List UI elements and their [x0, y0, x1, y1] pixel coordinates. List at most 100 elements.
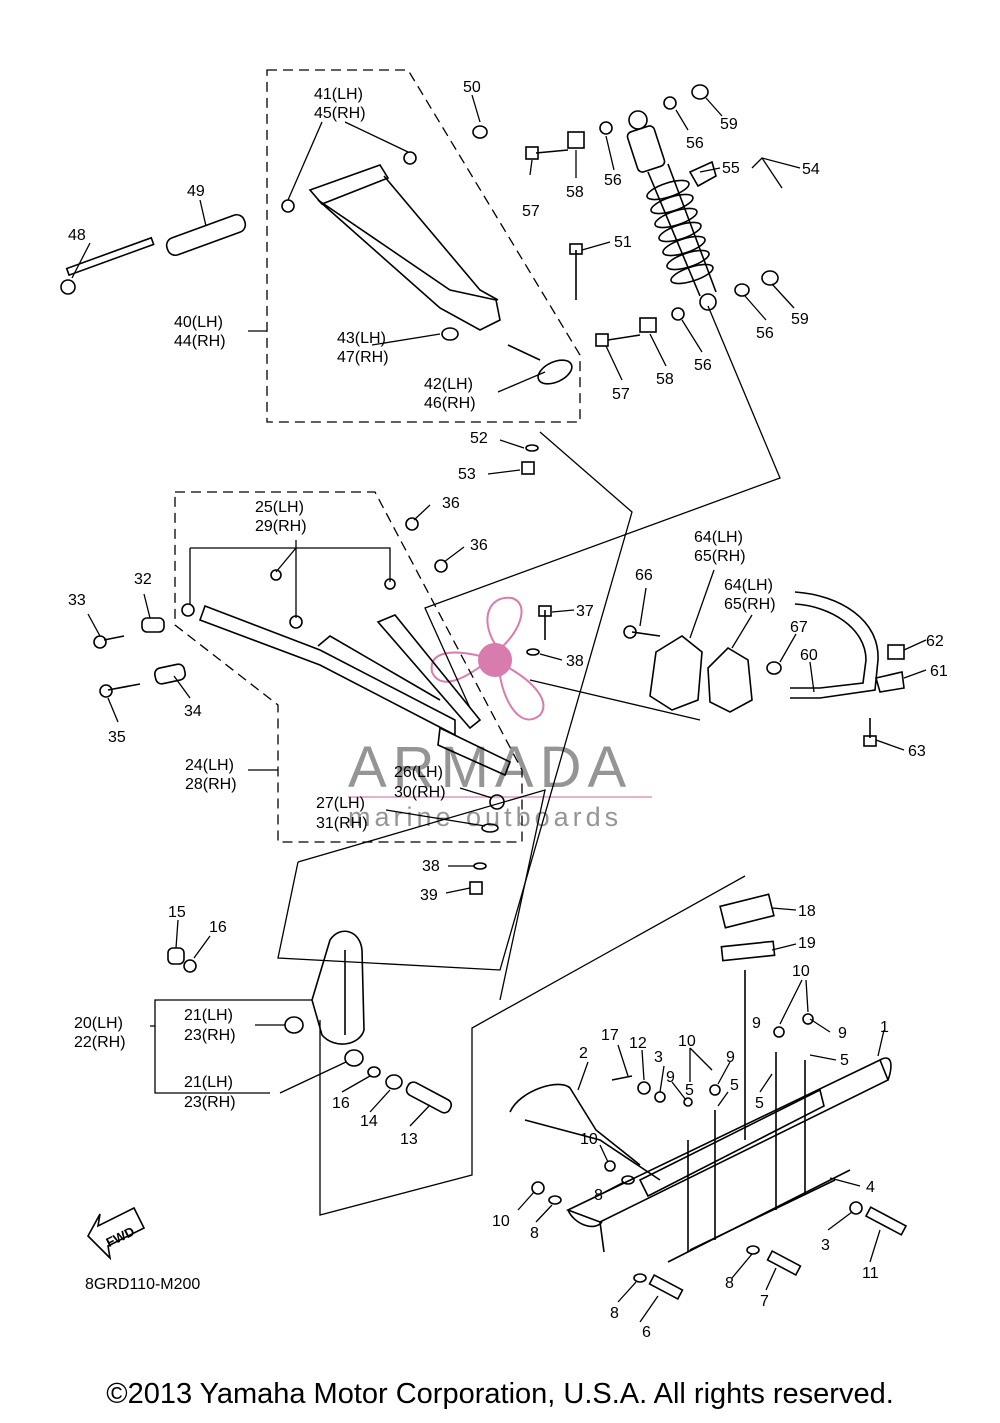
callout-50: 50	[463, 79, 481, 96]
callout-44-rh: 44(RH)	[174, 333, 226, 350]
callout-37: 37	[576, 603, 594, 620]
callout-3: 3	[821, 1237, 830, 1254]
callout-16: 16	[332, 1095, 350, 1112]
lower-arm-group-box	[174, 491, 523, 843]
callout-8: 8	[725, 1275, 734, 1292]
callout-57: 57	[612, 386, 630, 403]
ball-joint-upper	[507, 344, 573, 385]
callout-52: 52	[470, 430, 488, 447]
callout-35: 35	[108, 729, 126, 746]
callout-59: 59	[791, 311, 809, 328]
callout-21-lh: 21(LH)	[184, 1007, 233, 1024]
callout-24-lh: 24(LH)	[185, 757, 234, 774]
callout-9: 9	[752, 1015, 761, 1032]
callout-65-rh: 65(RH)	[724, 596, 776, 613]
callout-58: 58	[656, 371, 674, 388]
routing-lines	[277, 305, 781, 1216]
callout-33: 33	[68, 592, 86, 609]
callout-63: 63	[908, 743, 926, 760]
callout-38: 38	[566, 653, 584, 670]
callout-18: 18	[798, 903, 816, 920]
callout-9: 9	[838, 1025, 847, 1042]
callout-9: 9	[666, 1069, 675, 1086]
fwd-label: FWD	[104, 1224, 137, 1250]
callout-5: 5	[755, 1095, 764, 1112]
callout-64-lh: 64(LH)	[724, 577, 773, 594]
callout-15: 15	[168, 904, 186, 921]
callout-46-rh: 46(RH)	[424, 395, 476, 412]
callout-29-rh: 29(RH)	[255, 518, 307, 535]
callout-25-lh: 25(LH)	[255, 499, 304, 516]
callout-8: 8	[594, 1187, 603, 1204]
diagram-code: 8GRD110-M200	[85, 1276, 200, 1293]
callout-16: 16	[209, 919, 227, 936]
hardware-lower	[93, 605, 552, 895]
callout-51: 51	[614, 234, 632, 251]
callout-41-lh: 41(LH)	[314, 86, 363, 103]
callout-13: 13	[400, 1131, 418, 1148]
callout-8: 8	[530, 1225, 539, 1242]
callout-26-lh: 26(LH)	[394, 764, 443, 781]
callout-39: 39	[420, 887, 438, 904]
callout-9: 9	[726, 1049, 735, 1066]
callout-14: 14	[360, 1113, 378, 1130]
callout-6: 6	[642, 1324, 651, 1341]
upper-a-arm	[281, 125, 501, 341]
callout-62: 62	[926, 633, 944, 650]
callout-58: 58	[566, 184, 584, 201]
callout-1: 1	[880, 1019, 889, 1036]
callout-40-lh: 40(LH)	[174, 314, 223, 331]
callout-5: 5	[730, 1077, 739, 1094]
shock-absorber	[626, 110, 717, 311]
hardware-upper	[521, 84, 779, 475]
ski-assembly	[509, 893, 908, 1301]
callout-66: 66	[635, 567, 653, 584]
stabilizer-assembly	[623, 591, 905, 747]
callout-64-lh: 64(LH)	[694, 529, 743, 546]
watermark: ARMADA marine outboards	[348, 596, 652, 832]
callout-22-rh: 22(RH)	[74, 1034, 126, 1051]
watermark-tagline: marine outboards	[348, 802, 622, 832]
callout-5: 5	[685, 1082, 694, 1099]
callout-23-rh: 23(RH)	[184, 1094, 236, 1111]
callout-23-rh: 23(RH)	[184, 1027, 236, 1044]
upper-shaft-assembly	[60, 213, 247, 295]
callout-27-lh: 27(LH)	[316, 795, 365, 812]
callout-21-lh: 21(LH)	[184, 1074, 233, 1091]
callout-4: 4	[866, 1179, 875, 1196]
callout-5: 5	[840, 1052, 849, 1069]
callout-42-lh: 42(LH)	[424, 376, 473, 393]
callout-36: 36	[442, 495, 460, 512]
callout-59: 59	[720, 116, 738, 133]
callout-65-rh: 65(RH)	[694, 548, 746, 565]
callout-56: 56	[694, 357, 712, 374]
propeller-logo-icon	[430, 596, 545, 721]
callout-57: 57	[522, 203, 540, 220]
callout-17: 17	[601, 1027, 619, 1044]
callout-10: 10	[678, 1033, 696, 1050]
callout-38: 38	[422, 858, 440, 875]
forward-direction-icon: FWD	[87, 1206, 146, 1261]
callout-54: 54	[802, 161, 820, 178]
leader-lines	[71, 94, 927, 1323]
callout-61: 61	[930, 663, 948, 680]
callout-labels: 1 2 3 3 4 5 5 5 5 6 7 8 8 8 8 9 9 9 9 10…	[68, 79, 948, 1341]
callout-43-lh: 43(LH)	[337, 330, 386, 347]
callout-67: 67	[790, 619, 808, 636]
callout-2: 2	[579, 1045, 588, 1062]
callout-53: 53	[458, 466, 476, 483]
lower-a-arm	[181, 517, 512, 777]
callout-3: 3	[654, 1049, 663, 1066]
ski-spindle	[167, 930, 453, 1114]
callout-28-rh: 28(RH)	[185, 776, 237, 793]
callout-60: 60	[800, 647, 818, 664]
callout-7: 7	[760, 1293, 769, 1310]
callout-20-lh: 20(LH)	[74, 1015, 123, 1032]
callout-36: 36	[470, 537, 488, 554]
callout-56: 56	[604, 172, 622, 189]
callout-32: 32	[134, 571, 152, 588]
copyright-notice: ©2013 Yamaha Motor Corporation, U.S.A. A…	[106, 1378, 894, 1410]
callout-47-rh: 47(RH)	[337, 349, 389, 366]
callout-31-rh: 31(RH)	[316, 815, 368, 832]
